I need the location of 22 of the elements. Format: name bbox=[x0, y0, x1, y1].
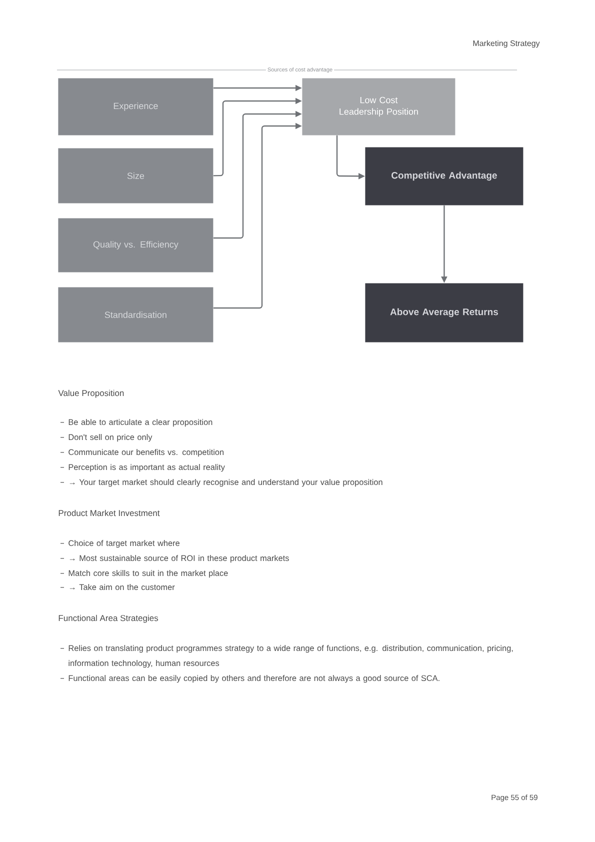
running-header: Marketing Strategy bbox=[473, 40, 540, 48]
section-heading: Product Market Investment bbox=[58, 510, 160, 516]
section-heading: Functional Area Strategies bbox=[58, 614, 158, 623]
bullet-text: Perception is as important as actual reality bbox=[68, 464, 225, 472]
bullet-text: Be able to articulate a clear proposition bbox=[68, 419, 212, 427]
outcome-box: Above Average Returns bbox=[365, 283, 524, 342]
outcome-box: Competitive Advantage bbox=[365, 147, 524, 206]
bullet-text: Relies on translating product programmes strategy to a wide range of functions, e.g. distribution, communication, pricing, information technology, human resources bbox=[68, 645, 513, 668]
bullet-text: → Most sustainable source of ROI in these product markets bbox=[70, 555, 289, 563]
bullet-text: → Take aim on the customer bbox=[70, 584, 175, 590]
section-heading: Value Proposition bbox=[58, 390, 124, 398]
factor-box: Experience bbox=[58, 78, 214, 136]
factor-box: Size bbox=[58, 148, 214, 204]
bullet-text: Communicate our benefits vs. competition bbox=[68, 449, 224, 457]
bullet-text: Choice of target market where bbox=[68, 540, 180, 548]
factor-box: Standardisation bbox=[58, 287, 214, 342]
factor-box: Quality vs. Efficiency bbox=[58, 218, 214, 272]
bullet-text: Functional areas can be easily copied by others and therefore are not always a good source of SCA. bbox=[68, 675, 440, 683]
bullet-text: → Your target market should clearly recognise and understand your value proposition bbox=[70, 479, 382, 487]
strategy-box: Low Cost Leadership Position bbox=[302, 78, 456, 136]
bullet-text: Match core skills to suit in the market place bbox=[68, 570, 228, 578]
bullet-text: Don't sell on price only bbox=[68, 434, 152, 442]
